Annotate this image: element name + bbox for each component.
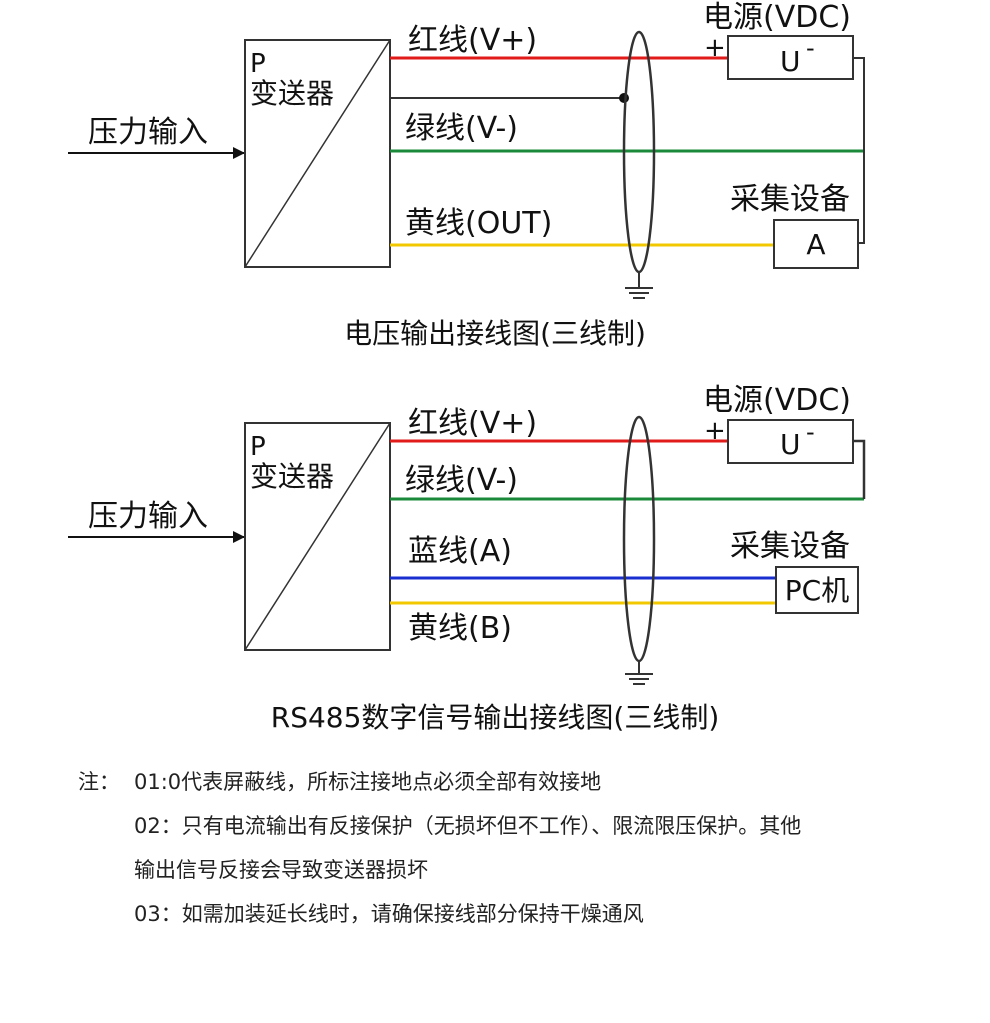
transmitter-label: 变送器 bbox=[250, 460, 334, 493]
device-box bbox=[773, 219, 859, 269]
power-symbol: U bbox=[780, 45, 801, 78]
transmitter-p: P bbox=[250, 432, 266, 462]
note-1: 01:0代表屏蔽线，所标注接地点必须全部有效接地 bbox=[134, 770, 602, 794]
note-3: 03：如需加装延长线时，请确保接线部分保持干燥通风 bbox=[134, 902, 644, 926]
device-box bbox=[775, 566, 859, 614]
device-symbol: A bbox=[806, 228, 825, 261]
transmitter-diagonal bbox=[244, 422, 391, 651]
minus-sign: - bbox=[806, 34, 815, 62]
power-label: 电源(VDC) bbox=[703, 383, 851, 418]
input-label: 压力输入 bbox=[88, 499, 208, 534]
note-2-line-2: 输出信号反接会导致变送器损坏 bbox=[134, 858, 428, 882]
yellow-wire-label: 黄线(B) bbox=[408, 611, 512, 646]
plus-sign: + bbox=[704, 33, 726, 63]
diagram2-caption: RS485数字信号输出接线图(三线制) bbox=[271, 701, 720, 734]
ground-icon bbox=[625, 661, 653, 685]
red-wire-label: 红线(V+) bbox=[408, 406, 537, 441]
transmitter-diagonal bbox=[244, 39, 391, 268]
plus-sign: + bbox=[704, 416, 726, 446]
ground-icon bbox=[625, 272, 653, 299]
green-wire-label: 绿线(V-) bbox=[405, 463, 518, 498]
device-label: 采集设备 bbox=[730, 182, 850, 217]
voltage-output-diagram: 压力输入 P 变送器 红线(V+) 绿线(V-) 黄线(OUT) 电源(VDC)… bbox=[68, 0, 865, 350]
blue-wire-label: 蓝线(A) bbox=[408, 534, 512, 569]
return-line bbox=[853, 57, 865, 244]
note-2-line-1: 02：只有电流输出有反接保护（无损坏但不工作）、限流限压保护。其他 bbox=[134, 814, 802, 838]
red-wire-label: 红线(V+) bbox=[408, 23, 537, 58]
minus-sign: - bbox=[806, 418, 815, 446]
rs485-output-diagram: 压力输入 P 变送器 红线(V+) 绿线(V-) 蓝线(A) 黄线(B) 电源(… bbox=[68, 383, 866, 734]
transmitter-p: P bbox=[250, 49, 266, 79]
notes-prefix: 注： bbox=[78, 770, 120, 794]
shield-junction bbox=[619, 93, 629, 103]
return-line bbox=[853, 439, 866, 499]
diagram1-caption: 电压输出接线图(三线制) bbox=[344, 317, 646, 350]
power-supply-box bbox=[727, 419, 854, 464]
device-label: 采集设备 bbox=[730, 529, 850, 564]
yellow-wire-label: 黄线(OUT) bbox=[405, 206, 552, 241]
power-symbol: U bbox=[780, 428, 801, 461]
input-label: 压力输入 bbox=[88, 115, 208, 150]
device-symbol: PC机 bbox=[785, 574, 849, 607]
transmitter-label: 变送器 bbox=[250, 77, 334, 110]
green-wire-label: 绿线(V-) bbox=[405, 111, 518, 146]
shield-cable-ellipse bbox=[622, 415, 656, 663]
power-label: 电源(VDC) bbox=[703, 0, 851, 35]
